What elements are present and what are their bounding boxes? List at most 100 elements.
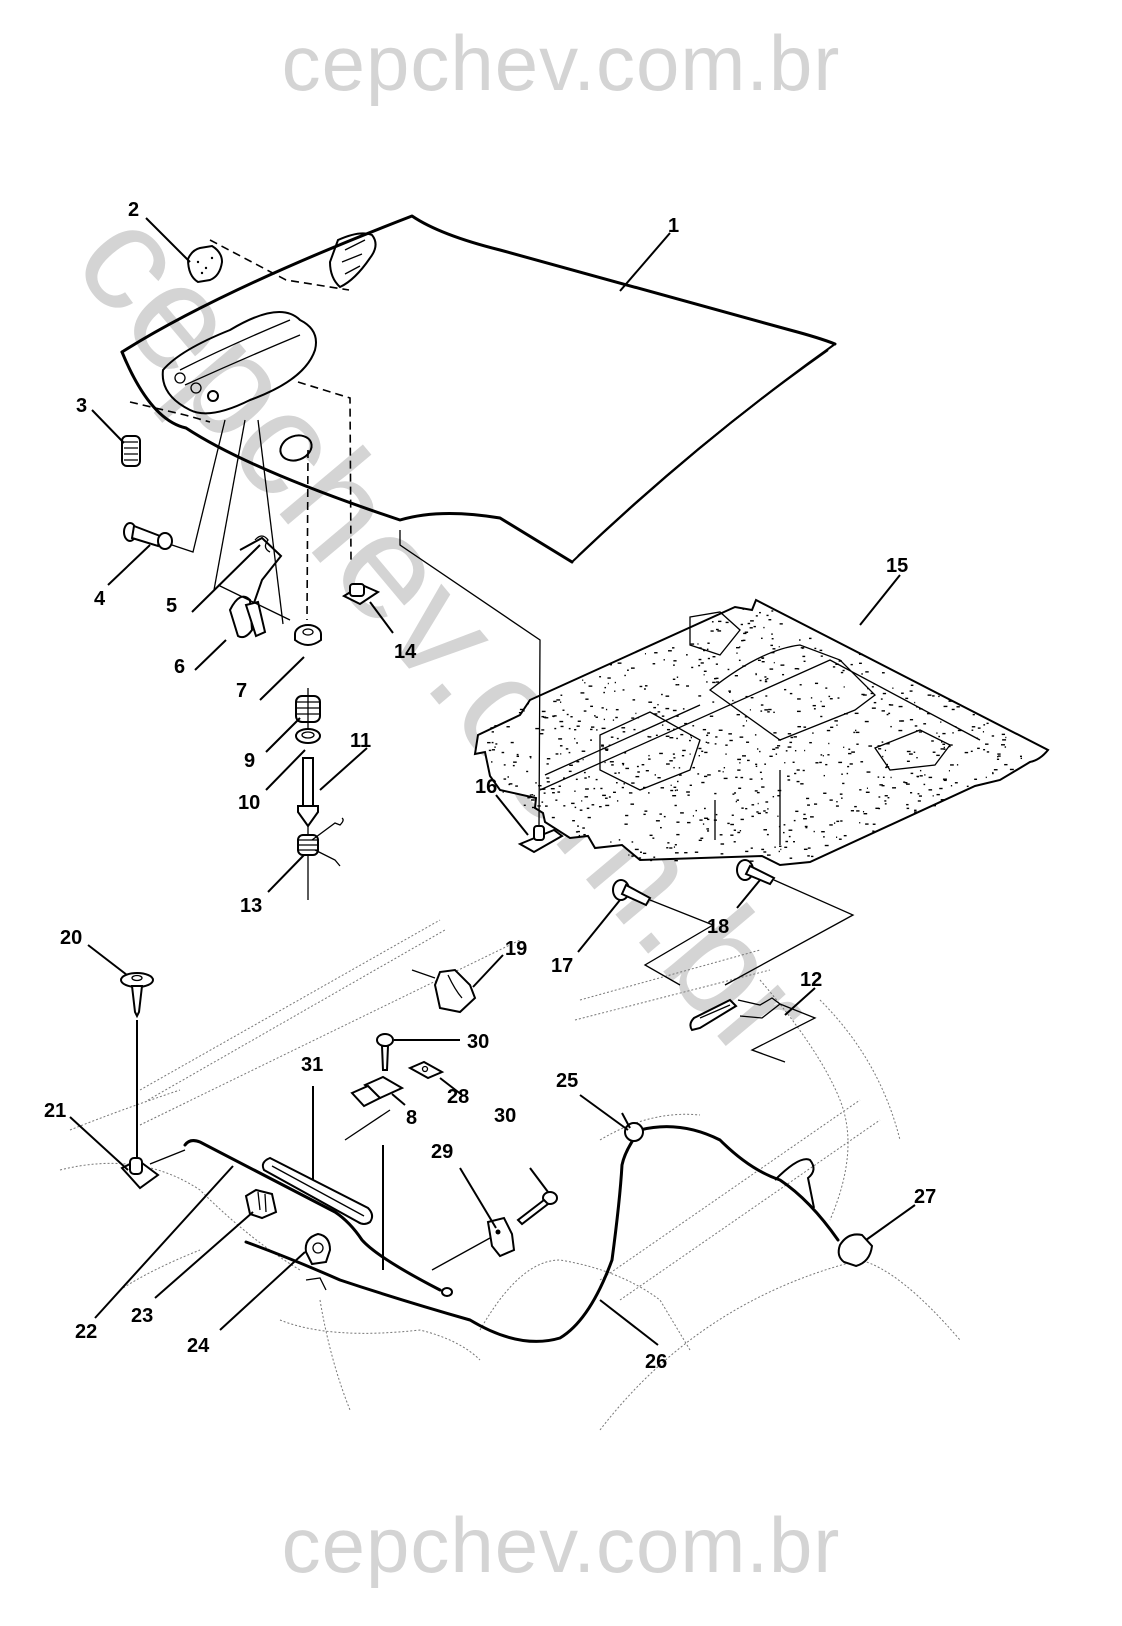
pad-texture-speck [985, 776, 987, 779]
pad-texture-speck [604, 761, 606, 764]
pad-texture-speck [584, 682, 586, 684]
pad-texture-speck [652, 837, 655, 839]
pad-texture-speck [966, 785, 969, 788]
pad-texture-speck [616, 737, 619, 740]
pad-texture-speck [712, 701, 715, 703]
pad-texture-speck [840, 671, 844, 674]
pad-texture-speck [624, 823, 628, 825]
pad-texture-speck [681, 754, 685, 757]
pad-texture-speck [603, 691, 605, 694]
pad-texture-speck [793, 736, 797, 738]
pad-texture-speck [766, 854, 771, 856]
pad-texture-speck [789, 857, 793, 859]
pad-texture-speck [639, 685, 643, 688]
pad-texture-speck [749, 860, 754, 862]
pad-texture-speck [735, 800, 737, 803]
pad-texture-speck [698, 755, 700, 757]
leader-17 [577, 899, 621, 953]
part-21-support [120, 1157, 160, 1190]
pad-texture-speck [539, 733, 544, 735]
pad-texture-speck [803, 848, 808, 851]
part-8-clip [350, 1075, 405, 1108]
pad-texture-speck [684, 851, 688, 854]
pad-texture-speck [951, 708, 955, 711]
pad-texture-speck [709, 715, 714, 717]
pad-texture-speck [684, 722, 688, 725]
pad-texture-speck [491, 761, 493, 763]
pad-texture-speck [914, 809, 917, 811]
pad-texture-speck [610, 736, 614, 738]
pad-texture-speck [803, 813, 806, 816]
pad-texture-speck [553, 700, 557, 703]
pad-texture-speck [755, 765, 758, 768]
pad-texture-speck [631, 717, 635, 719]
pad-texture-speck [509, 783, 513, 785]
pad-texture-speck [885, 766, 890, 768]
pad-texture-speck [927, 712, 931, 715]
pad-texture-speck [692, 725, 695, 727]
pad-texture-speck [770, 644, 773, 647]
pad-texture-speck [838, 761, 843, 764]
pad-texture-speck [797, 698, 801, 700]
pad-texture-speck [784, 762, 786, 764]
pad-texture-speck [991, 735, 995, 737]
pad-texture-speck [742, 639, 746, 642]
pad-texture-speck [711, 621, 714, 623]
pad-texture-speck [760, 710, 763, 712]
pad-texture-speck [939, 787, 943, 790]
pad-texture-speck [609, 761, 614, 763]
pad-texture-speck [544, 717, 549, 719]
pad-texture-speck [710, 630, 714, 632]
part-31-sleeve [261, 1156, 374, 1225]
pad-texture-speck [630, 803, 635, 805]
pad-texture-speck [957, 729, 962, 732]
pad-texture-speck [956, 706, 960, 708]
callout-20: 20 [60, 927, 82, 949]
pad-texture-speck [971, 726, 976, 728]
pad-texture-speck [881, 710, 885, 712]
pad-texture-speck [622, 689, 625, 691]
pad-texture-speck [749, 627, 753, 629]
pad-texture-speck [986, 722, 989, 725]
pad-texture-speck [585, 788, 589, 790]
pad-texture-speck [802, 647, 804, 650]
pad-texture-speck [729, 691, 731, 693]
pad-texture-speck [836, 801, 838, 803]
pad-texture-speck [919, 708, 923, 710]
leader-9 [265, 717, 301, 753]
pad-texture-speck [773, 711, 775, 714]
pad-texture-speck [756, 748, 759, 750]
pad-texture-speck [524, 706, 526, 708]
pad-texture-speck [757, 802, 759, 805]
pad-texture-speck [744, 716, 747, 718]
pad-texture-speck [488, 749, 492, 752]
pad-texture-speck [584, 777, 587, 779]
pad-texture-speck [723, 767, 726, 769]
callout-31: 31 [301, 1054, 323, 1076]
pad-texture-speck [906, 760, 910, 763]
pad-texture-speck [971, 729, 974, 731]
pad-texture-speck [777, 815, 779, 817]
callout-11: 11 [350, 730, 371, 752]
pad-texture-speck [714, 677, 717, 680]
pad-texture-speck [746, 741, 750, 743]
pad-texture-speck [901, 720, 905, 722]
pad-texture-speck [807, 847, 811, 849]
pad-texture-speck [690, 643, 695, 645]
pad-texture-speck [787, 779, 791, 781]
pad-texture-speck [730, 823, 734, 826]
pad-texture-speck [940, 748, 945, 750]
pad-texture-speck [541, 801, 544, 803]
leader-7 [259, 656, 305, 701]
pad-texture-speck [769, 668, 774, 670]
pad-texture-speck [799, 639, 801, 641]
leader-24 [219, 1251, 306, 1331]
pad-texture-speck [698, 647, 702, 649]
pad-texture-speck [846, 772, 849, 775]
pad-texture-speck [768, 708, 772, 711]
pad-texture-speck [754, 734, 757, 736]
pad-texture-speck [676, 789, 678, 791]
pad-texture-speck [676, 737, 678, 740]
pad-texture-speck [672, 753, 675, 755]
leader-11 [319, 747, 368, 791]
